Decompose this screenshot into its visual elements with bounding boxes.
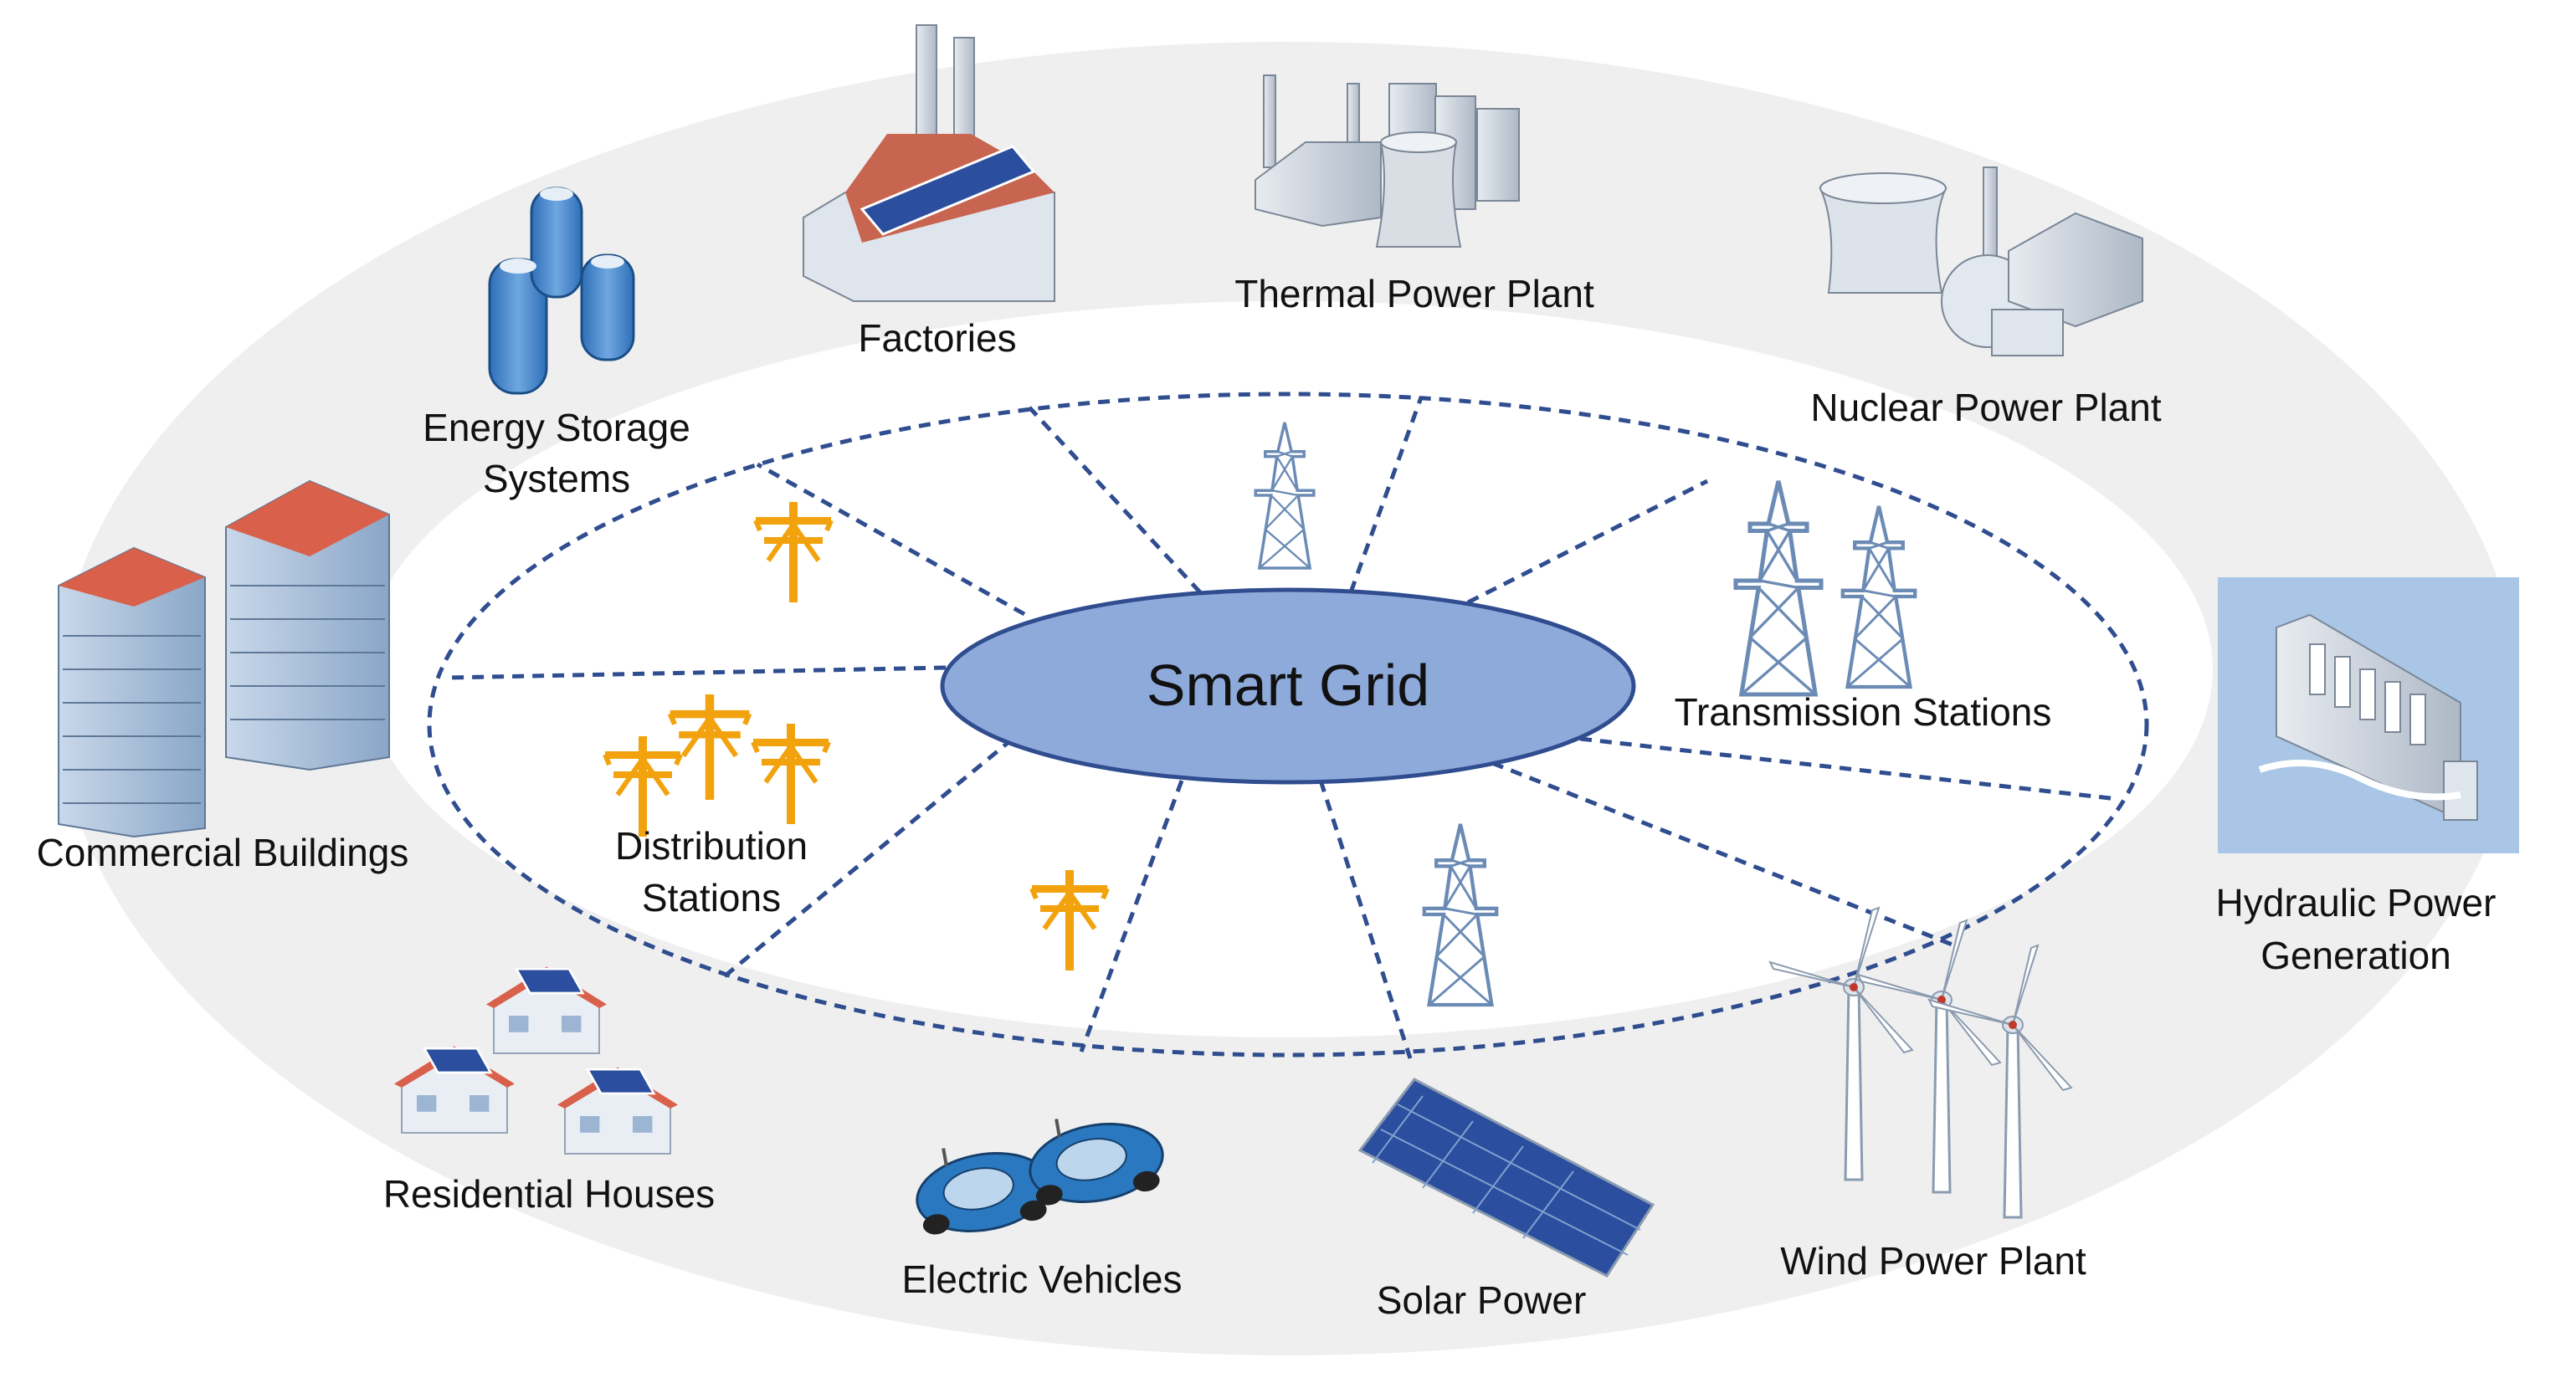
hydraulic-power-label-line2: Generation: [2260, 934, 2451, 977]
hydraulic-power-label-line1: Hydraulic Power: [2216, 881, 2496, 924]
nuclear-power-plant-icon: [1819, 166, 2143, 356]
distribution-stations-label-line1: Distribution: [615, 824, 808, 868]
solar-panels-icon: [1357, 1078, 1655, 1278]
nuclear-power-plant-label: Nuclear Power Plant: [1810, 386, 2162, 429]
center-node: Smart Grid: [940, 587, 1636, 785]
commercial-buildings-label: Commercial Buildings: [37, 831, 409, 874]
thermal-power-plant-icon: [1255, 74, 1520, 248]
commercial-buildings-icon: [58, 479, 390, 838]
factories-label: Factories: [858, 316, 1016, 360]
hydraulic-power-icon: [2218, 577, 2519, 853]
center-label: Smart Grid: [1147, 653, 1429, 718]
energy-storage-label-line1: Energy Storage: [423, 406, 690, 449]
residential-houses-label: Residential Houses: [383, 1172, 715, 1216]
transmission-stations-label: Transmission Stations: [1675, 690, 2052, 734]
distribution-stations-label-line2: Stations: [642, 876, 781, 919]
thermal-power-plant-label: Thermal Power Plant: [1234, 272, 1594, 315]
factory-icon: [803, 24, 1055, 302]
solar-power-label: Solar Power: [1377, 1278, 1587, 1322]
energy-storage-label-line2: Systems: [483, 457, 630, 500]
energy-storage-icon: [488, 187, 635, 395]
electric-vehicles-label: Electric Vehicles: [902, 1257, 1183, 1301]
inner-dashed-ring: [427, 392, 2149, 1059]
wind-power-plant-label: Wind Power Plant: [1780, 1239, 2086, 1283]
